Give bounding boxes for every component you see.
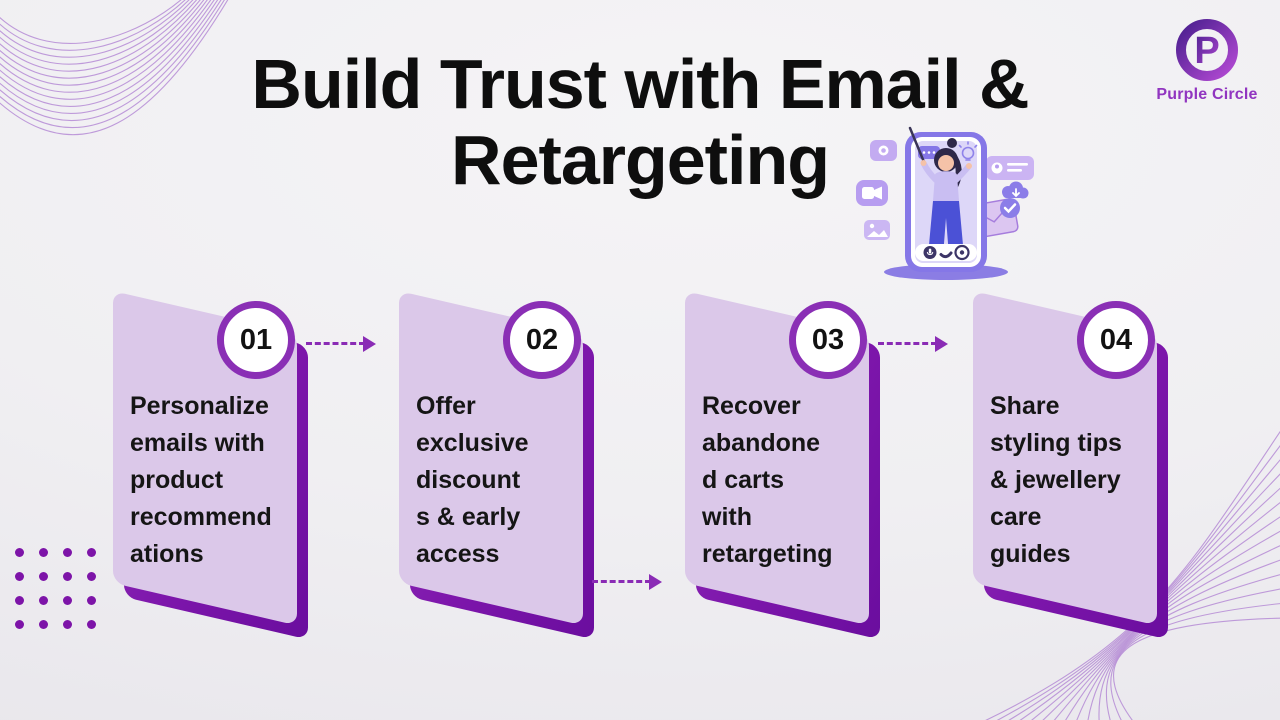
arrow-head [649,574,662,590]
phone-call-bar [915,244,977,261]
dot [14,547,24,557]
dot [38,595,48,605]
arrow-head [363,336,376,352]
wave-line [0,0,229,136]
wave-line [1076,545,1280,720]
wave-line [1112,617,1280,720]
lightbulb-icon [958,141,978,161]
wave-line [0,0,219,114]
step-text: Offer exclusive discount s & early acces… [416,392,529,568]
wave-line [1105,588,1280,720]
phone-presenter-illustration [856,126,1034,280]
arrow-dash [878,342,937,345]
step-text: Recover abandone d carts with retargetin… [702,392,833,568]
step-card-1: 01 Personalize emails with product recom… [113,291,308,640]
wave-line [0,0,208,93]
wave-line [0,0,225,129]
dot [38,547,48,557]
dot [62,547,72,557]
dot [14,595,24,605]
corner-wave-lines-top-left [0,0,229,136]
dot [62,595,72,605]
dot-grid [7,540,103,636]
checkmark-icon [1000,198,1020,218]
flow-arrow-2-3 [592,574,662,590]
arrow-head [935,336,948,352]
wave-line [1087,559,1280,720]
wave-line [0,0,215,107]
step-card-3: 03 Recover abandone d carts with retarge… [685,291,880,640]
step-card-4: 04 Share styling tips & jewellery care g… [973,291,1168,640]
dot [38,571,48,581]
page-title: Build Trust with Email & Retargeting [251,45,1029,199]
dot [14,619,24,629]
step-number-badge: 02 [503,301,581,379]
wave-line [0,0,212,100]
flow-arrow-1-2 [306,336,376,352]
dot [86,595,96,605]
brand-name: Purple Circle [1156,86,1258,103]
id-card-icon [986,156,1034,180]
purple-circle-logo-icon: P [1176,19,1238,81]
camera-icon [870,140,897,161]
wave-line [0,0,182,44]
wave-line [0,0,198,72]
dot [62,619,72,629]
cloud-icon [1002,181,1029,199]
step-number-badge: 01 [217,301,295,379]
step-card-2: 02 Offer exclusive discount s & early ac… [399,291,594,640]
dot [86,619,96,629]
speech-bubble-icon [918,146,940,159]
step-number-badge: 03 [789,301,867,379]
logo-monogram: P [1194,30,1219,72]
photo-frame-icon [864,220,890,240]
wave-line [0,0,190,58]
wave-line [0,0,205,86]
wave-line [0,0,186,51]
arrow-dash [306,342,365,345]
step-text: Personalize emails with product recommen… [130,392,272,568]
step-text: Share styling tips & jewellery care guid… [990,392,1122,568]
step-number-badge: 04 [1077,301,1155,379]
dot [14,571,24,581]
wave-line [0,0,194,65]
dot [86,571,96,581]
wave-line [1098,574,1280,720]
flow-arrow-3-4 [878,336,948,352]
video-camera-icon [856,180,888,206]
wave-line [1110,603,1280,720]
dot [86,547,96,557]
dot [62,571,72,581]
arrow-dash [592,580,651,583]
dot [38,619,48,629]
presenter-woman [908,126,972,256]
wave-line [0,0,201,79]
wave-line [0,0,222,122]
